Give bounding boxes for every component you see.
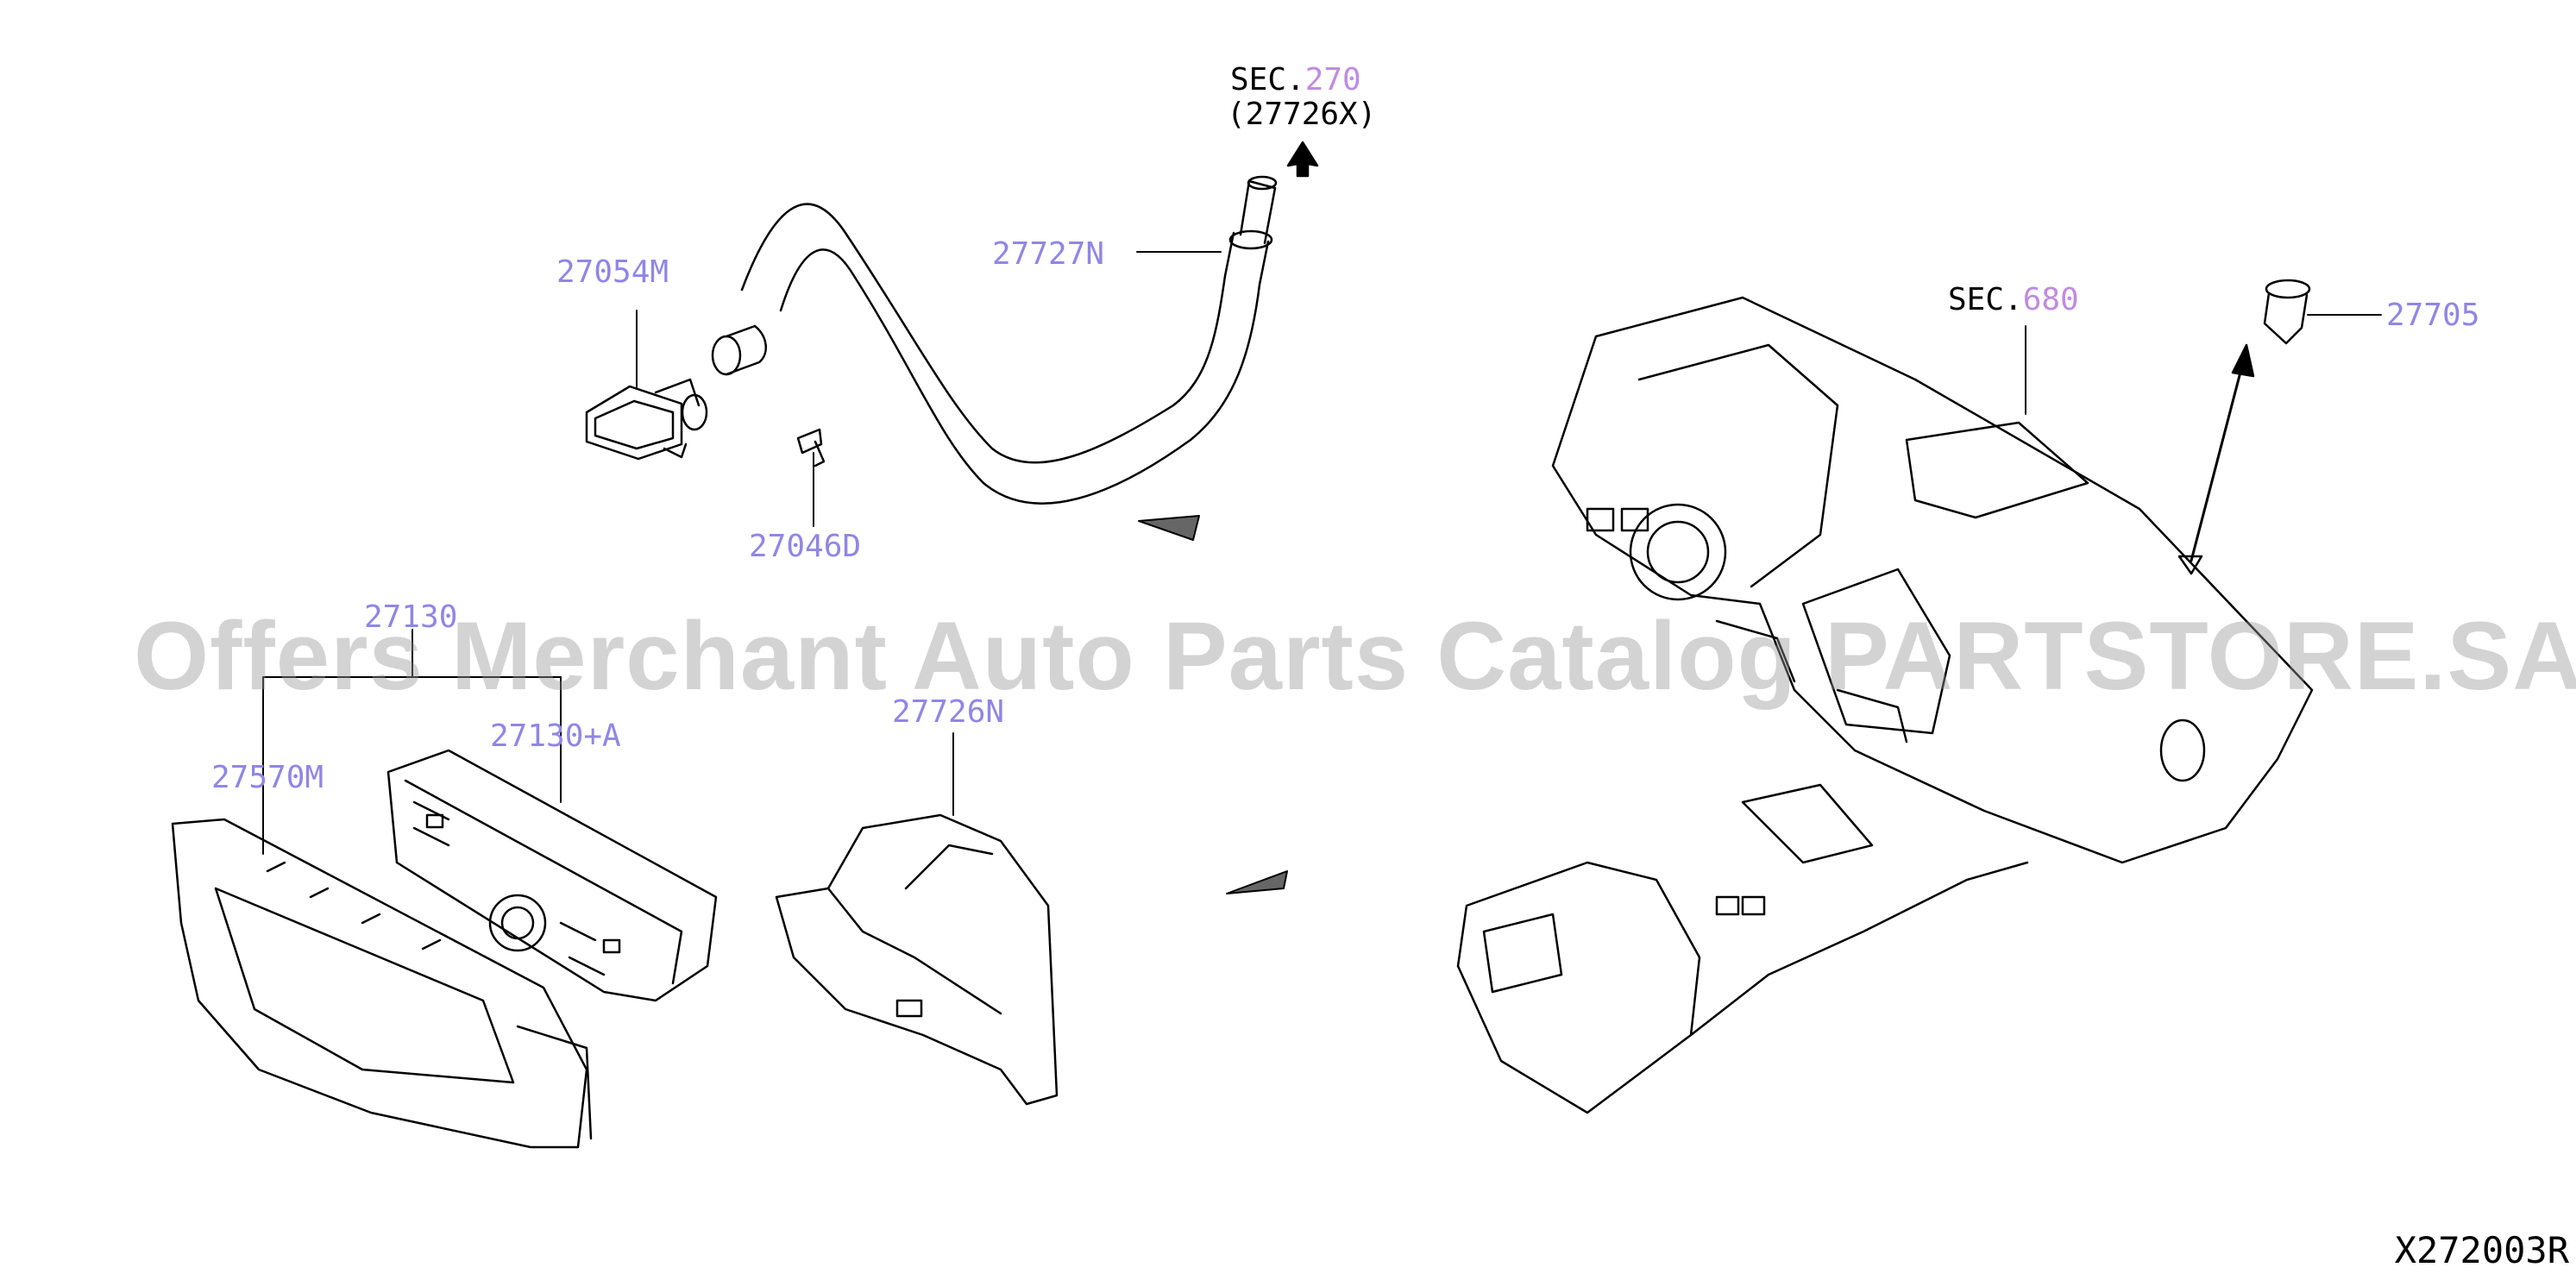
part-label-27570M[interactable]: 27570M (211, 760, 324, 795)
arrow-sec270-icon (1286, 141, 1319, 178)
view-arrow-icon (1226, 870, 1288, 894)
part-label-27130A[interactable]: 27130+A (490, 718, 621, 754)
diagram-code: X272003R (2394, 1229, 2569, 1271)
part-label-27705[interactable]: 27705 (2386, 298, 2480, 333)
sec-680-label[interactable]: SEC.680 (1948, 282, 2079, 317)
part-label-27130[interactable]: 27130 (364, 599, 458, 635)
sec-270-sub-label: (27726X) (1227, 97, 1377, 132)
hose-27727N (711, 175, 1278, 505)
part-label-27726N[interactable]: 27726N (892, 694, 1005, 730)
sec-270-label[interactable]: SEC.270 (1230, 62, 1361, 97)
sensor-27054M (585, 310, 708, 461)
bracket-27726N (775, 732, 1059, 1106)
watermark: Offers Merchant Auto Parts Catalog PARTS… (134, 602, 2576, 710)
part-label-27054M[interactable]: 27054M (556, 254, 669, 290)
control-panel-27130A (386, 749, 718, 1002)
screw-27046D (796, 428, 826, 527)
part-label-27727N[interactable]: 27727N (992, 236, 1105, 272)
bracket-27130 (262, 629, 562, 855)
part-label-27046D[interactable]: 27046D (749, 529, 862, 564)
bezel-27570M (171, 818, 593, 1149)
dashboard-assembly (1551, 296, 2314, 864)
clip-27705 (2177, 279, 2382, 575)
center-console (1456, 783, 2029, 1114)
view-arrow-icon (1138, 515, 1200, 541)
